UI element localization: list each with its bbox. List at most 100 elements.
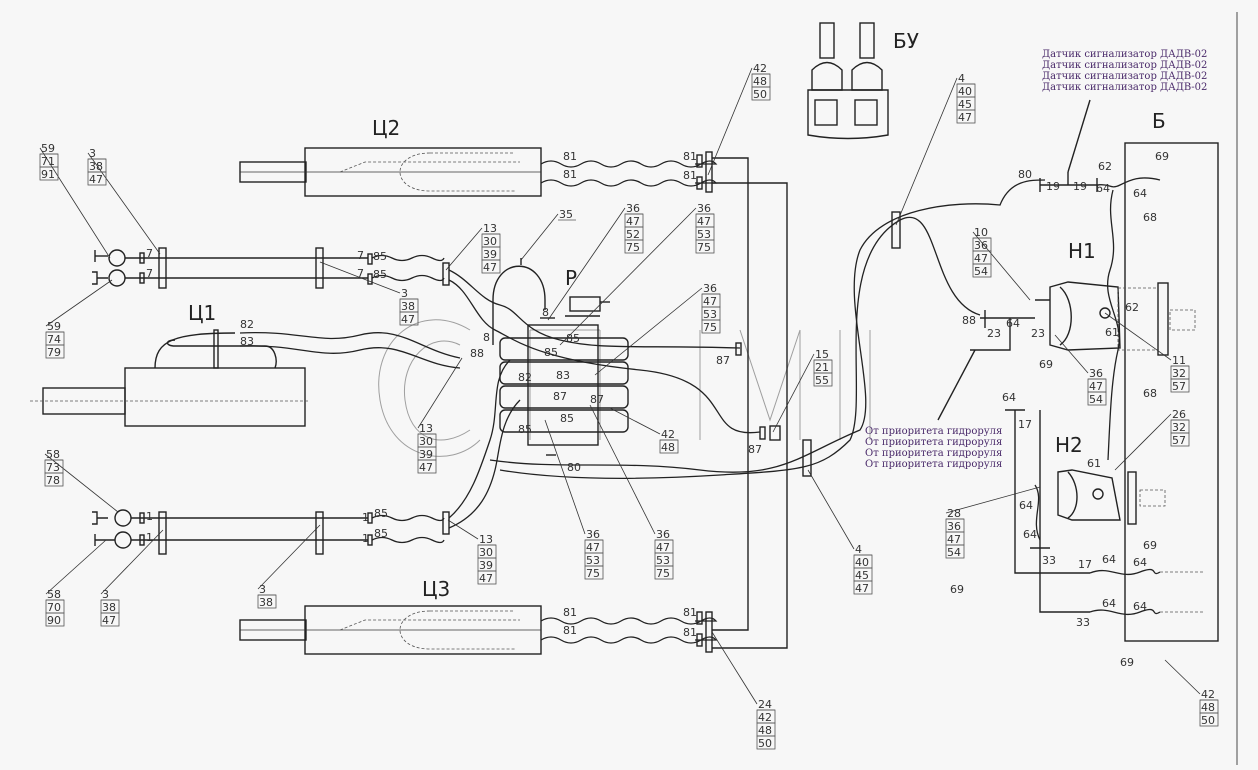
callout-item: 47 bbox=[419, 461, 433, 474]
callout-item: 47 bbox=[1089, 380, 1103, 393]
callout-item: 48 bbox=[1201, 701, 1215, 714]
clamp-c2 bbox=[705, 151, 713, 193]
callout-box bbox=[751, 86, 771, 101]
callout-item: 53 bbox=[703, 308, 717, 321]
pump-n2 bbox=[1057, 469, 1166, 525]
sensor-note-line: Датчик сигнализатор ДАДВ-02 bbox=[1042, 60, 1207, 71]
callout-box bbox=[39, 166, 59, 181]
hose-top-85a bbox=[371, 254, 445, 262]
leader-line bbox=[772, 353, 815, 433]
part-17: 17 bbox=[1018, 418, 1032, 431]
callout-box bbox=[701, 319, 721, 334]
callout-item: 91 bbox=[41, 168, 55, 181]
label-n1: Н1 bbox=[1068, 239, 1096, 263]
callout-box bbox=[399, 311, 419, 326]
callout-item: 48 bbox=[753, 75, 767, 88]
callout-item: 47 bbox=[656, 541, 670, 554]
hose-r-d bbox=[448, 399, 521, 529]
callout-item: 21 bbox=[815, 361, 829, 374]
callout-item: 47 bbox=[89, 173, 103, 186]
callout-box bbox=[695, 239, 715, 254]
callout-box bbox=[956, 109, 976, 124]
callout-item: 73 bbox=[46, 461, 60, 474]
callout-item: 57 bbox=[1172, 434, 1186, 447]
callout-item: 47 bbox=[855, 582, 869, 595]
part-81: 81 bbox=[563, 624, 577, 637]
callout-item: 70 bbox=[47, 601, 61, 614]
part-7: 7 bbox=[357, 267, 364, 280]
clamp-top-13 bbox=[442, 262, 450, 286]
callout-box bbox=[44, 472, 64, 487]
callout-item: 36 bbox=[697, 202, 711, 215]
callout-item: 90 bbox=[47, 614, 61, 627]
callout-item: 50 bbox=[1201, 714, 1215, 727]
leader-line bbox=[319, 261, 401, 294]
callout-item: 47 bbox=[958, 111, 972, 124]
leader-line bbox=[45, 539, 107, 595]
callout-item: 52 bbox=[626, 228, 640, 241]
callout-item: 32 bbox=[1172, 421, 1186, 434]
label-bu: БУ bbox=[893, 29, 919, 53]
leader-line bbox=[547, 207, 626, 321]
hose-c3-lower bbox=[540, 636, 718, 644]
callout-box bbox=[1170, 378, 1190, 393]
callout-item: 58 bbox=[47, 588, 61, 601]
cylinder-c2 bbox=[239, 147, 542, 197]
part-23: 23 bbox=[987, 327, 1001, 340]
part-61: 61 bbox=[1105, 326, 1119, 339]
callout-item: 53 bbox=[697, 228, 711, 241]
callout-item: 53 bbox=[586, 554, 600, 567]
part-81: 81 bbox=[563, 606, 577, 619]
callout-item: 38 bbox=[259, 596, 273, 609]
callout-item: 75 bbox=[697, 241, 711, 254]
part-83: 83 bbox=[240, 335, 254, 348]
callout-item: 45 bbox=[958, 98, 972, 111]
leader-line bbox=[100, 529, 164, 595]
part-85: 85 bbox=[373, 268, 387, 281]
leader-line bbox=[895, 77, 958, 226]
callout-item: 59 bbox=[41, 142, 55, 155]
callout-item: 28 bbox=[947, 507, 961, 520]
hose-r-88 bbox=[499, 216, 981, 479]
callout-item: 71 bbox=[41, 155, 55, 168]
part-64: 64 bbox=[1019, 499, 1033, 512]
sensor-note-line: Датчик сигнализатор ДАДВ-02 bbox=[1042, 71, 1207, 82]
callout-item: 54 bbox=[974, 265, 988, 278]
callout-box bbox=[45, 344, 65, 359]
callout-box bbox=[813, 372, 833, 387]
priority-note-line: От приоритета гидроруля bbox=[865, 437, 1002, 448]
hose-c3-upper bbox=[540, 617, 718, 625]
callout-item: 47 bbox=[697, 215, 711, 228]
part-1: 1 bbox=[362, 532, 369, 545]
callout-item: 3 bbox=[401, 287, 408, 300]
part-33: 33 bbox=[1042, 554, 1056, 567]
leader-line bbox=[972, 231, 1031, 301]
label-c2: Ц2 bbox=[372, 116, 400, 140]
part-80: 80 bbox=[1018, 168, 1032, 181]
callout-box bbox=[481, 259, 501, 274]
part-81: 81 bbox=[683, 626, 697, 639]
hose-bot-85a bbox=[371, 514, 445, 522]
callout-item: 47 bbox=[947, 533, 961, 546]
clamp-bot-13 bbox=[442, 511, 450, 535]
callout-item: 38 bbox=[89, 160, 103, 173]
part-85: 85 bbox=[544, 346, 558, 359]
leader-line bbox=[445, 227, 483, 271]
priority-note-line: От приоритета гидроруля bbox=[865, 459, 1002, 470]
part-62: 62 bbox=[1125, 301, 1139, 314]
valve-group-top bbox=[92, 247, 373, 289]
hose-69-top bbox=[1096, 177, 1161, 188]
priority-note-line: От приоритета гидроруля bbox=[865, 448, 1002, 459]
callout-box bbox=[659, 439, 679, 454]
part-8: 8 bbox=[483, 331, 490, 344]
valve-group-bottom bbox=[92, 509, 373, 555]
leader-line bbox=[417, 357, 463, 429]
callout-box bbox=[257, 594, 277, 609]
